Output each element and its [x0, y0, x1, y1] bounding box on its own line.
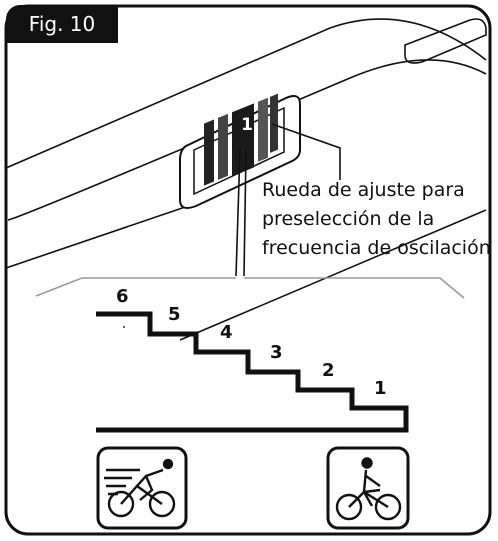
step-label-6: 6 [116, 286, 129, 307]
callout-line: Rueda de ajuste para [262, 179, 465, 201]
step-label-3: 3 [270, 342, 283, 363]
callout-caption: Rueda de ajuste para preselección de la … [262, 176, 498, 263]
staircase-dot [123, 326, 125, 328]
figure-frame [4, 4, 492, 536]
step-label-5: 5 [168, 304, 181, 325]
device-housing [5, 18, 487, 341]
step-label-1: 1 [374, 378, 387, 399]
slow-cyclist-icon [326, 446, 410, 530]
callout-line: frecuencia de oscilación [262, 237, 491, 259]
callout-leader [235, 123, 341, 277]
frequency-staircase [96, 311, 409, 433]
callout-line: preselección de la [262, 208, 435, 230]
magnify-bracket [35, 277, 465, 299]
figure-label: Fig. 10 [6, 5, 118, 43]
wheel-setting-value: 1 [241, 115, 253, 135]
step-label-4: 4 [220, 322, 233, 343]
fast-cyclist-icon [96, 446, 188, 530]
step-label-2: 2 [322, 360, 335, 381]
